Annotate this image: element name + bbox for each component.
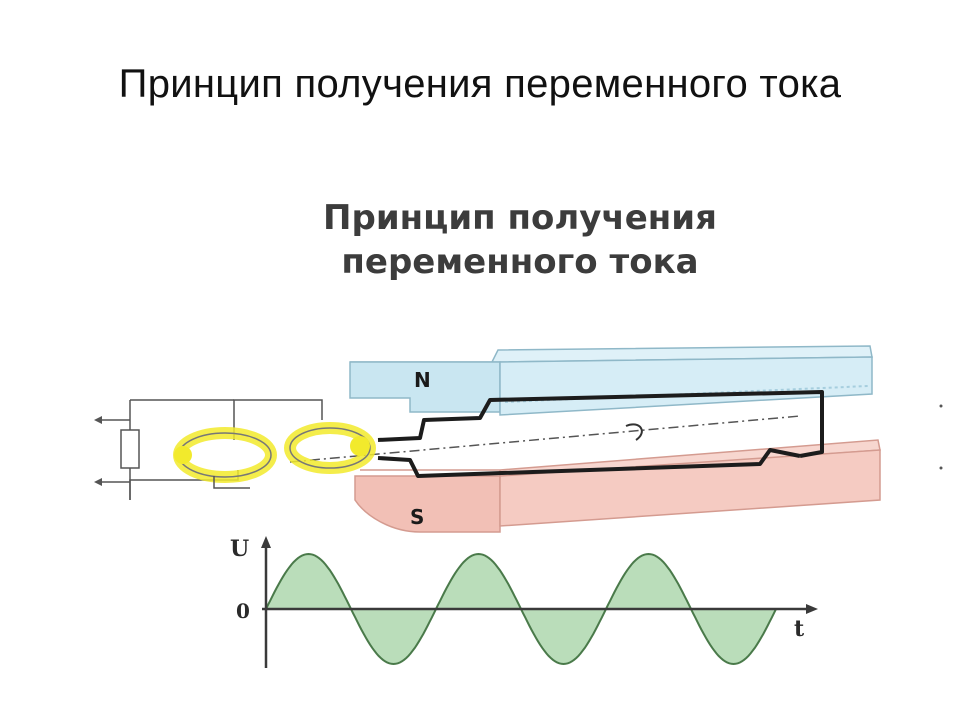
south-magnet: S bbox=[354, 439, 881, 533]
south-magnet-body bbox=[354, 475, 501, 533]
figure-title-line-2: переменного тока bbox=[341, 242, 699, 282]
terminal-bottom-arrow-icon bbox=[94, 478, 102, 486]
voltage-graph: U 0 t bbox=[230, 536, 818, 668]
north-pole-label: N bbox=[414, 368, 431, 392]
figure-title: Принцип получения переменного тока bbox=[200, 196, 840, 284]
brush-contact-1 bbox=[174, 446, 192, 464]
coil-upper-wire bbox=[377, 390, 824, 458]
slide-title: Принцип получения переменного тока bbox=[118, 62, 842, 106]
north-magnet-bar bbox=[499, 356, 873, 416]
load-resistor bbox=[120, 429, 140, 469]
slip-rings bbox=[173, 422, 376, 489]
rotating-coil bbox=[377, 390, 824, 478]
figure-title-line-1: Принцип получения bbox=[323, 198, 717, 238]
rotation-axis bbox=[289, 415, 801, 463]
time-axis-arrow-icon bbox=[806, 604, 818, 614]
rotation-arrow-icon bbox=[625, 423, 643, 441]
south-pole-label: S bbox=[410, 505, 424, 529]
brush-contact-2 bbox=[350, 436, 370, 456]
south-magnet-bar bbox=[499, 449, 881, 527]
voltage-axis-label: U bbox=[230, 536, 249, 562]
brush-lower bbox=[213, 476, 250, 489]
voltage-axis-arrow-icon bbox=[261, 536, 271, 548]
slip-ring-1-outline bbox=[178, 432, 272, 478]
terminal-top-arrow-icon bbox=[94, 416, 102, 424]
slip-ring-2-outline bbox=[289, 427, 371, 469]
right-edge-dot-top bbox=[939, 404, 943, 408]
origin-label: 0 bbox=[236, 599, 250, 623]
right-edge-dot-bottom bbox=[939, 466, 943, 470]
time-axis-label: t bbox=[794, 616, 805, 642]
circuit-wire-top bbox=[233, 399, 323, 440]
north-magnet: N bbox=[349, 345, 873, 416]
coil-lower-wire bbox=[377, 448, 801, 478]
